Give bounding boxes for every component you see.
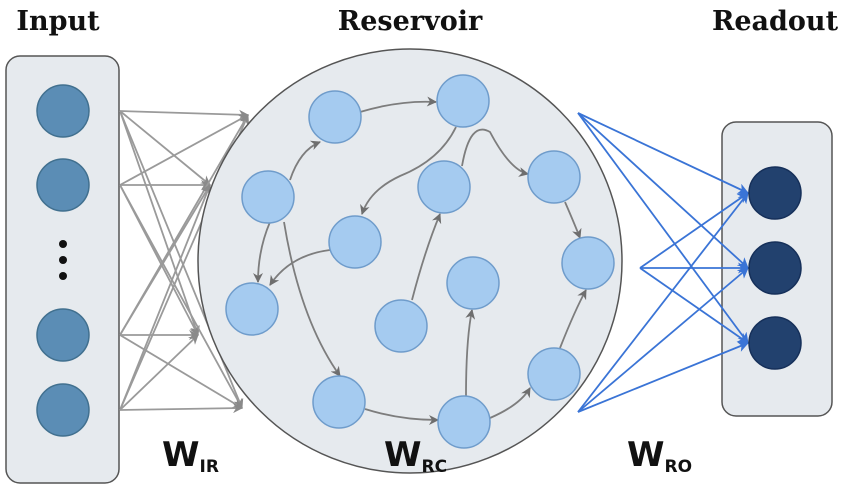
reservoir-edge <box>360 126 457 215</box>
input-reservoir-edge <box>119 184 212 411</box>
readout-edge <box>577 341 749 413</box>
reservoir-node <box>436 74 490 128</box>
reservoir-edge <box>283 221 341 377</box>
input-node <box>36 383 90 437</box>
input-reservoir-edge <box>119 114 249 186</box>
input-reservoir-edge <box>119 184 243 409</box>
reservoir-edge <box>364 408 439 425</box>
reservoir-title: Reservoir <box>338 6 483 37</box>
reservoir-nodes <box>225 74 615 449</box>
reservoir-edge <box>461 128 529 177</box>
reservoir-edge <box>269 249 331 286</box>
reservoir-edge <box>359 96 437 113</box>
reservoir-boundary <box>197 48 623 474</box>
readout-edge <box>577 192 749 413</box>
reservoir-node <box>527 347 581 401</box>
readout-edge <box>577 112 749 344</box>
reservoir-node <box>241 170 295 224</box>
input-reservoir-edge <box>119 110 211 186</box>
weight-label-reservoir: WRC <box>384 435 447 477</box>
reservoir-edge <box>559 289 587 349</box>
input-reservoir-edge <box>119 110 200 336</box>
reservoir-node <box>312 375 366 429</box>
reservoir-edge <box>289 140 321 181</box>
weight-sub-rc: RC <box>422 457 448 477</box>
readout-edge <box>577 112 749 194</box>
input-title: Input <box>16 6 100 37</box>
reservoir-node <box>328 215 382 269</box>
input-reservoir-edge <box>119 334 243 409</box>
reservoir-edge <box>411 213 442 301</box>
weight-main-ro: W <box>627 435 665 475</box>
reservoir-edge <box>253 221 271 283</box>
readout-edge <box>639 267 749 344</box>
readout-node <box>748 316 802 370</box>
input-reservoir-edge <box>119 403 243 414</box>
reservoir-node <box>437 395 491 449</box>
input-reservoir-connections <box>119 109 250 414</box>
weight-sub-ir: IR <box>200 457 219 477</box>
input-node <box>36 158 90 212</box>
reservoir-edge <box>465 309 476 397</box>
weight-label-input-reservoir: WIR <box>162 435 219 477</box>
input-reservoir-edge <box>119 109 249 120</box>
weight-main-ir: W <box>162 435 200 475</box>
input-nodes <box>36 84 90 437</box>
readout-title: Readout <box>712 6 839 37</box>
input-node <box>36 84 90 138</box>
reservoir-node <box>417 160 471 214</box>
input-layer-panel <box>5 55 120 484</box>
reservoir-node <box>561 236 615 290</box>
weight-main-rc: W <box>384 435 422 475</box>
readout-edge <box>577 267 749 413</box>
readout-edge <box>577 112 749 269</box>
input-reservoir-edge <box>119 334 199 411</box>
reservoir-node <box>225 282 279 336</box>
reservoir-node <box>527 150 581 204</box>
reservoir-connections <box>253 96 587 425</box>
readout-node <box>748 166 802 220</box>
reservoir-node <box>446 256 500 310</box>
reservoir-edge <box>564 201 582 239</box>
weight-label-readout: WRO <box>627 435 692 477</box>
input-ellipsis-icon <box>59 240 67 280</box>
reservoir-node <box>374 299 428 353</box>
readout-node <box>748 241 802 295</box>
readout-connections <box>577 112 749 413</box>
reservoir-edge <box>489 387 531 419</box>
input-reservoir-edge <box>119 184 211 336</box>
input-node <box>36 308 90 362</box>
readout-edge <box>639 192 749 269</box>
reservoir-node <box>308 90 362 144</box>
readout-nodes <box>748 166 802 370</box>
weight-sub-ro: RO <box>665 457 693 477</box>
